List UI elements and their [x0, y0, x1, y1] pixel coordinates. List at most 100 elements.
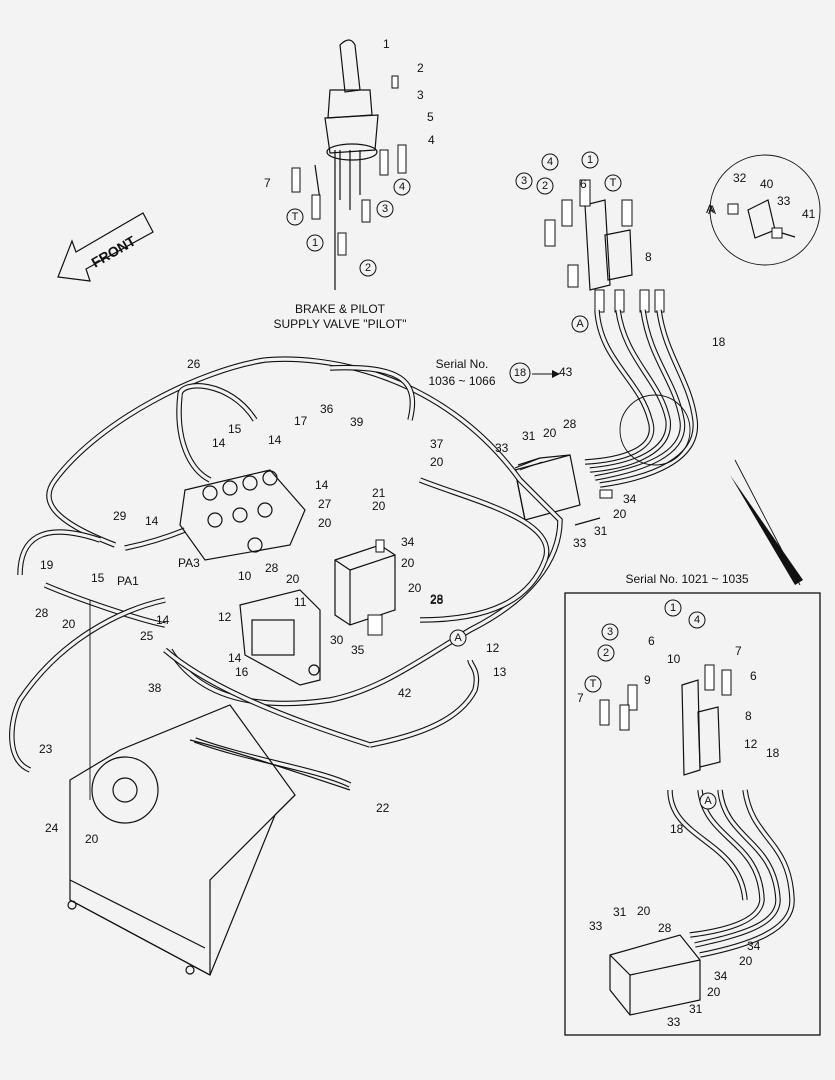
detail-a: [709, 154, 821, 266]
part-number-33: 33: [667, 1015, 681, 1029]
part-number-18: 18: [766, 746, 780, 760]
part-number-20: 20: [372, 499, 386, 513]
part-number-41: 41: [802, 207, 816, 221]
circle-label-4: 4: [399, 181, 405, 193]
part-number-14: 14: [156, 613, 170, 627]
part-number-36: 36: [320, 402, 334, 416]
part-number-35: 35: [351, 643, 365, 657]
inset-circle-3: 3: [607, 626, 613, 638]
serial-top-line1: Serial No.: [436, 357, 489, 371]
part-number-6: 6: [648, 634, 655, 648]
part-number-20: 20: [637, 904, 651, 918]
part-number-31: 31: [613, 905, 627, 919]
inset-box: Serial No. 1021 ~ 1035: [564, 572, 821, 1036]
bracket-30: [239, 589, 321, 686]
circled-labels: T 1 2 3 4 3 2 4 1 T A A 18 1 4 3 2 T A: [286, 151, 717, 810]
part-number-22: 22: [376, 801, 390, 815]
part-number-7: 7: [264, 176, 271, 190]
part-number-28: 28: [430, 593, 444, 607]
callout-wedge: [730, 475, 803, 585]
part-number-42: 42: [398, 686, 412, 700]
part-number-21: 21: [372, 486, 386, 500]
part-number-20: 20: [739, 954, 753, 968]
circle-label-T: T: [292, 211, 299, 223]
circle-label-4: 4: [547, 156, 553, 168]
part-number-10: 10: [238, 569, 252, 583]
part-number-43: 43: [559, 365, 573, 379]
part-number-37: 37: [430, 437, 444, 451]
right-hose-bundle: [584, 309, 698, 488]
part-number-11: 11: [294, 595, 307, 609]
part-number-33: 33: [573, 536, 587, 550]
part-number-39: 39: [350, 415, 364, 429]
part-number-12: 12: [218, 610, 232, 624]
part-number-6: 6: [580, 177, 587, 191]
part-number-20: 20: [543, 426, 557, 440]
part-number-3: 3: [417, 88, 424, 102]
supply-valve-caption-line2: SUPPLY VALVE "PILOT": [273, 317, 406, 331]
part-number-6: 6: [750, 669, 757, 683]
part-number-33: 33: [589, 919, 603, 933]
part-number-40: 40: [760, 177, 774, 191]
part-number-5: 5: [427, 110, 434, 124]
circle-label-1: 1: [587, 154, 593, 166]
part-number-10: 10: [667, 652, 681, 666]
part-number-13: 13: [493, 665, 507, 679]
serial-inset-label: Serial No. 1021 ~ 1035: [625, 572, 748, 586]
part-number-34: 34: [714, 969, 728, 983]
circle-label-2: 2: [365, 262, 371, 274]
part-number-15: 15: [91, 571, 105, 585]
part-number-1: 1: [383, 37, 390, 51]
hydraulic-tank: [67, 600, 351, 976]
part-number-24: 24: [45, 821, 59, 835]
part-number-19: 19: [40, 558, 54, 572]
part-number-16: 16: [235, 665, 249, 679]
front-arrow-label: FRONT: [89, 232, 139, 270]
part-number-12: 12: [486, 641, 500, 655]
circle-label-3: 3: [382, 203, 388, 215]
part-number-2: 2: [417, 61, 424, 75]
front-arrow: FRONT: [57, 212, 154, 282]
part-number-23: 23: [39, 742, 53, 756]
part-number-38: 38: [148, 681, 162, 695]
supply-valve-caption-line1: BRAKE & PILOT: [295, 302, 386, 316]
part-number-15: 15: [228, 422, 242, 436]
inset-circle-A: A: [704, 795, 712, 807]
part-number-25: 25: [140, 629, 154, 643]
part-number-34: 34: [401, 535, 415, 549]
part-number-20: 20: [430, 455, 444, 469]
control-valve: [179, 469, 306, 561]
valve-block-35: [334, 539, 396, 636]
circle-label-2: 2: [542, 180, 548, 192]
part-number-28: 28: [35, 606, 49, 620]
part-number-34: 34: [623, 492, 637, 506]
part-number-12: 12: [744, 737, 758, 751]
part-number-9: 9: [644, 673, 651, 687]
part-number-14: 14: [212, 436, 226, 450]
right-manifold: [544, 179, 665, 313]
circle-label-1: 1: [312, 237, 318, 249]
detail-label-A: A: [708, 203, 716, 217]
circle-label-T: T: [610, 177, 617, 189]
part-number-32: 32: [733, 171, 747, 185]
part-number-17: 17: [294, 414, 308, 428]
part-number-14: 14: [315, 478, 329, 492]
part-number-14: 14: [145, 514, 159, 528]
circle-label-A-mid: A: [454, 632, 462, 644]
part-number-20: 20: [613, 507, 627, 521]
lower-right-block: [514, 454, 613, 526]
part-number-28: 28: [265, 561, 279, 575]
joystick: [291, 39, 407, 290]
part-number-34: 34: [747, 939, 761, 953]
part-number-33: 33: [777, 194, 791, 208]
part-number-31: 31: [594, 524, 608, 538]
inset-circle-1: 1: [670, 602, 676, 614]
inset-circle-4: 4: [694, 614, 700, 626]
part-number-33: 33: [495, 441, 509, 455]
part-number-28: 28: [658, 921, 672, 935]
part-number-20: 20: [85, 832, 99, 846]
part-number-8: 8: [645, 250, 652, 264]
